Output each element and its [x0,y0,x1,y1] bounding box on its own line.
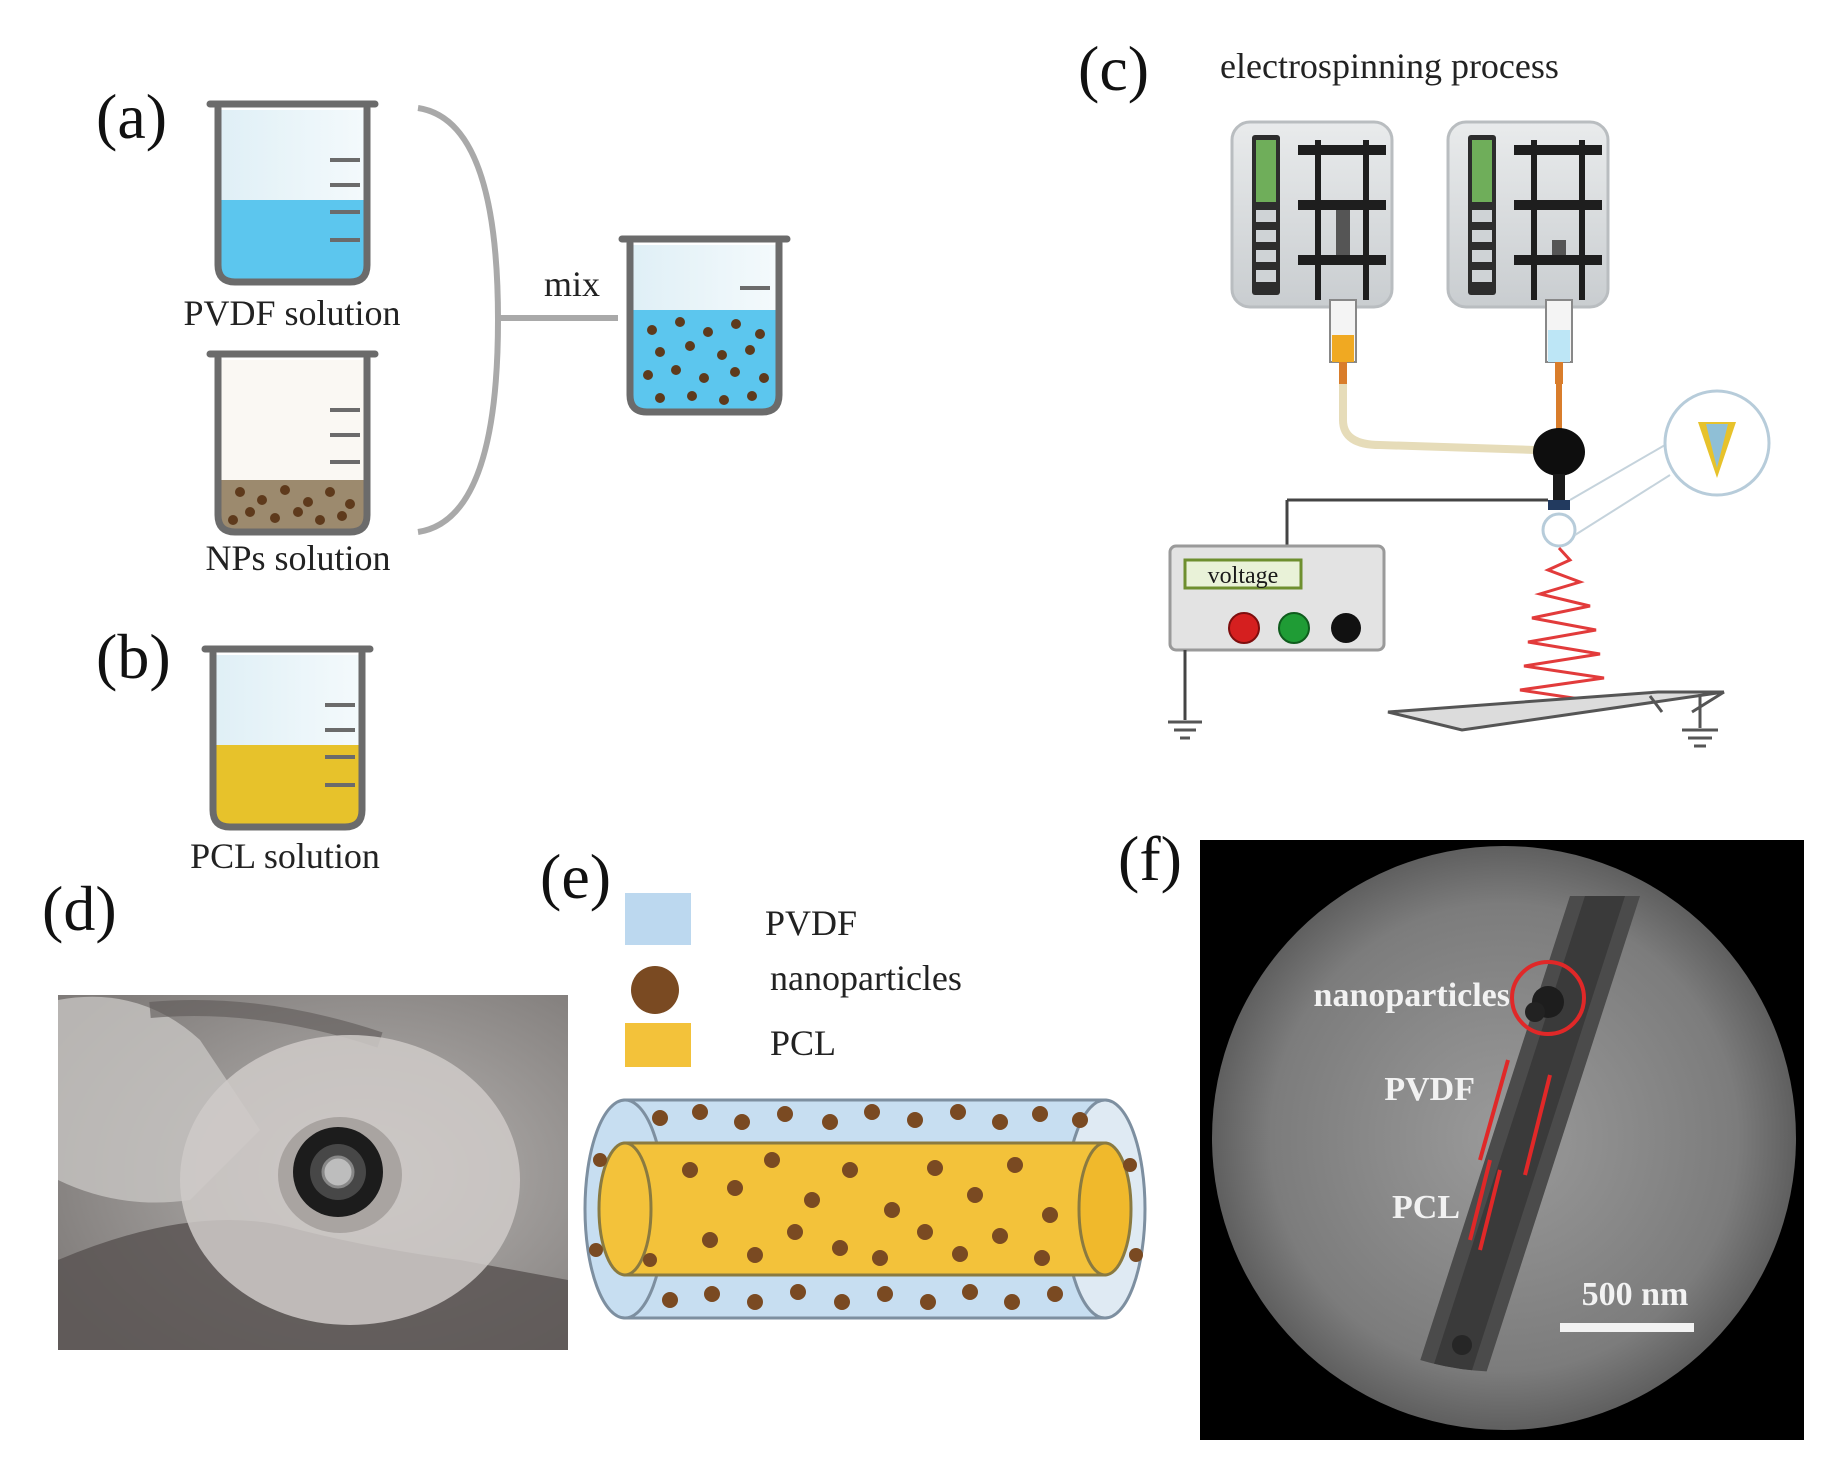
tem-label-nanoparticles: nanoparticles [1314,977,1510,1014]
legend-swatch-pcl [625,1023,691,1067]
nps-sediment [228,485,355,525]
power-button-green [1278,612,1310,644]
coaxial-nozzle [1533,428,1585,476]
legend-label-nanoparticles: nanoparticles [770,958,962,998]
panel-f: (f) nanoparticles PVDF PCL 500 nm [1118,823,1804,1440]
beaker-pvdf [206,100,379,286]
tem-label-pvdf: PVDF [1384,1071,1475,1108]
panel-e-letter: (e) [540,841,611,912]
mix-bracket [417,105,502,535]
power-button-black [1331,613,1361,643]
beaker-pcl-label: PCL solution [190,836,380,876]
tip-zoom-source [1541,512,1577,548]
nanoparticle-highlight-circle [1510,960,1586,1036]
power-button-red [1228,612,1260,644]
collector-plate [1387,690,1725,732]
beaker-pcl [201,645,374,831]
mixed-particles [643,317,769,405]
ground-symbol-supply [1168,720,1202,740]
coaxial-fiber-diagram [583,1098,1147,1320]
beaker-mixed [618,235,791,416]
beaker-nps-label: NPs solution [205,538,390,578]
panel-a: (a) PVDF solution [96,81,791,578]
tem-label-pcl: PCL [1392,1189,1460,1226]
panel-f-letter: (f) [1118,823,1182,894]
panel-c-letter: (c) [1078,33,1149,104]
panel-d: (d) [42,873,568,1350]
syringe-pump-left [1230,120,1394,309]
mix-label: mix [544,264,600,304]
panel-e: (e) PVDF nanoparticles PCL [540,841,1147,1320]
electrospinning-jet [1519,546,1605,714]
feed-tube-left [1339,384,1536,454]
panel-c-title: electrospinning process [1220,46,1559,86]
legend-label-pvdf: PVDF [765,903,857,943]
panel-c: (c) electrospinning process [1078,33,1771,748]
tem-image: nanoparticles PVDF PCL 500 nm [1200,840,1804,1440]
syringe-pump-right [1446,120,1610,309]
syringe-left [1329,299,1357,384]
legend-label-pcl: PCL [770,1023,836,1063]
panel-d-letter: (d) [42,873,117,944]
voltage-supply: voltage [1168,544,1386,652]
panel-b: (b) PCL solution [96,621,380,876]
legend: PVDF nanoparticles PCL [625,893,962,1067]
panel-a-letter: (a) [96,81,167,152]
legend-swatch-nanoparticles [631,966,679,1014]
syringe-right [1545,299,1573,384]
beaker-nps [206,350,379,536]
scale-bar-label: 500 nm [1582,1276,1689,1313]
legend-swatch-pvdf [625,893,691,945]
panel-b-letter: (b) [96,621,171,692]
device-photo [58,995,568,1350]
voltage-display-label: voltage [1208,563,1279,589]
scale-bar [1560,1323,1694,1332]
ground-symbol-collector [1682,728,1718,748]
beaker-pvdf-label: PVDF solution [183,293,400,333]
